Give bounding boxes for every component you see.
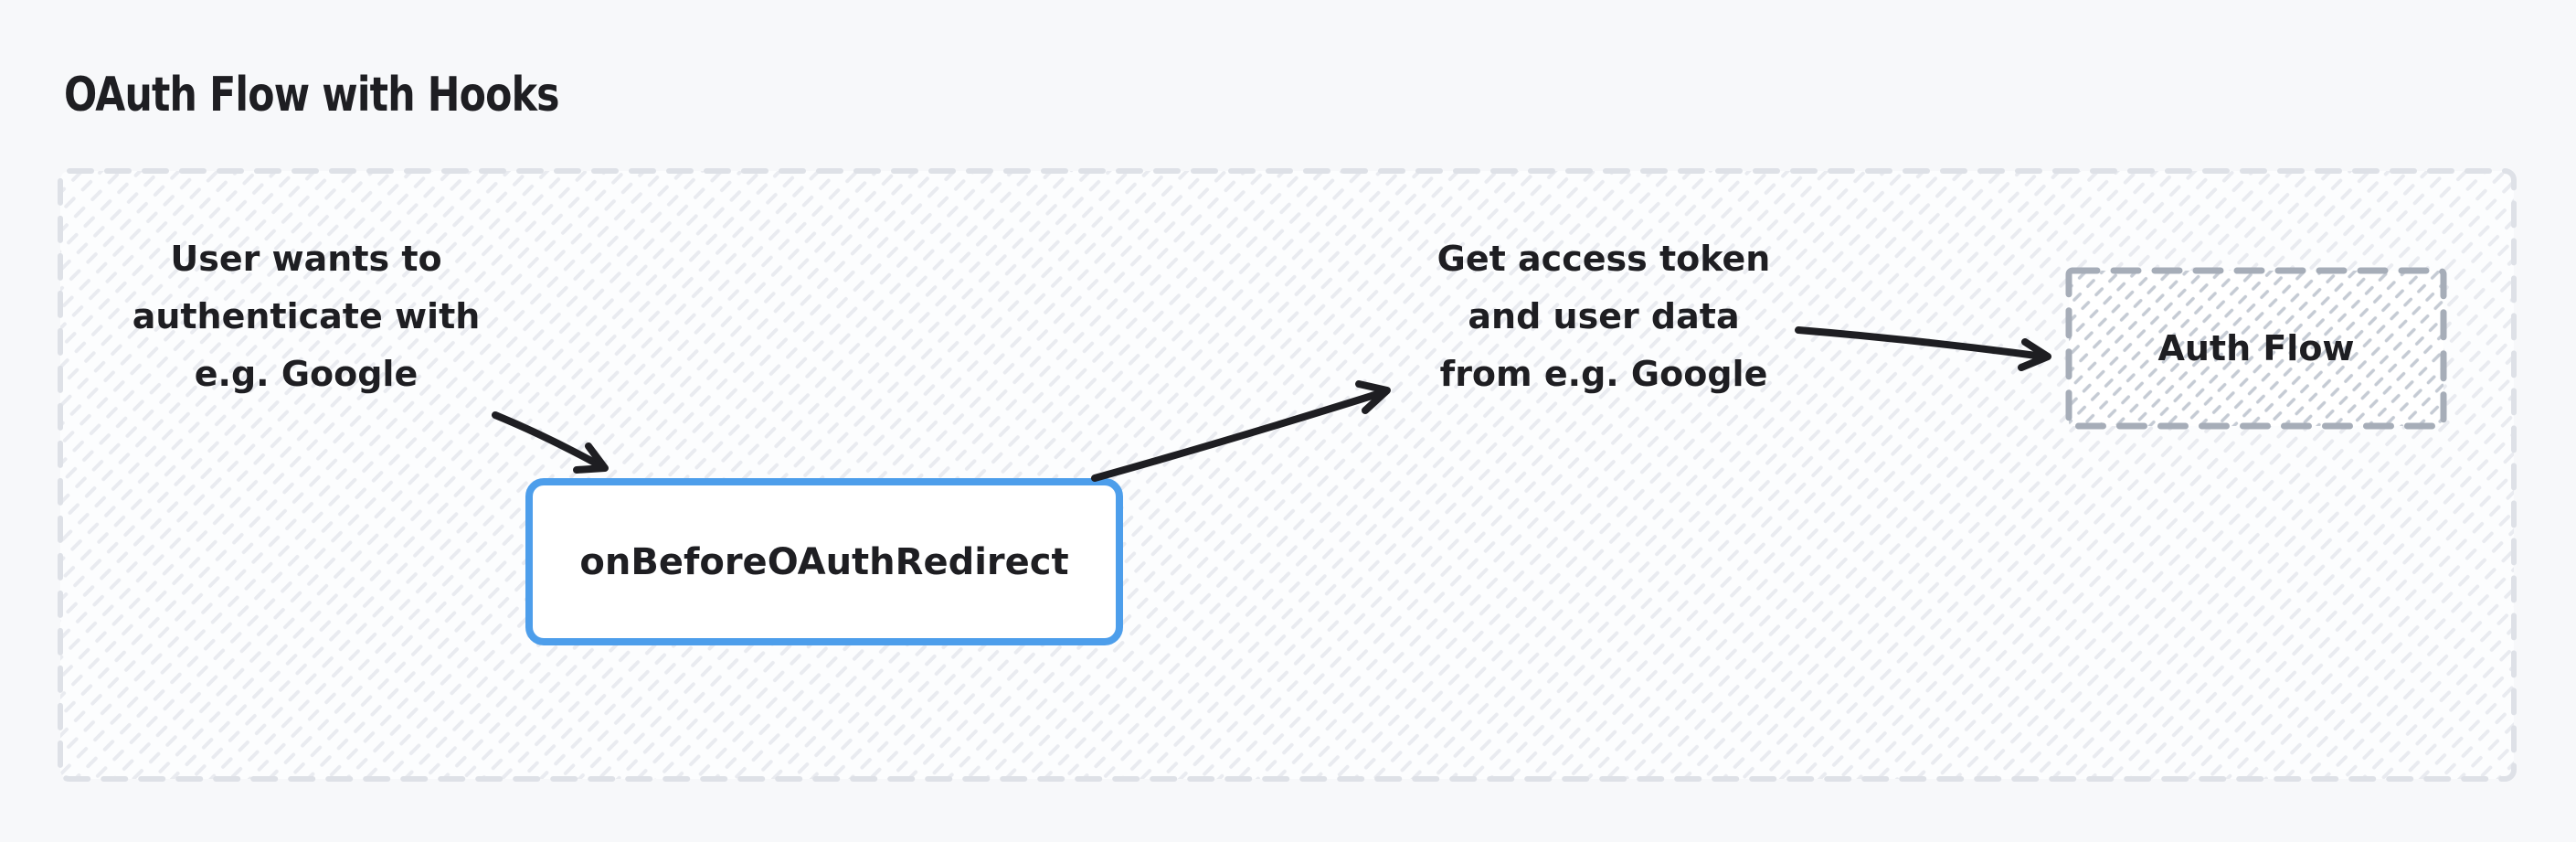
- note-get-access-token: Get access token and user data from e.g.…: [1375, 230, 1832, 403]
- node-label: onBeforeOAuthRedirect: [579, 540, 1069, 583]
- note-line: e.g. Google: [194, 354, 419, 394]
- auth-flow-background: [2065, 267, 2447, 430]
- note-line: Get access token: [1436, 239, 1771, 279]
- note-line: and user data: [1468, 296, 1740, 336]
- note-line: from e.g. Google: [1439, 354, 1768, 394]
- node-onbeforeoauthredirect: onBeforeOAuthRedirect: [525, 478, 1123, 645]
- node-label: Auth Flow: [2157, 328, 2355, 368]
- note-line: authenticate with: [132, 296, 481, 336]
- note-user-authenticate: User wants to authenticate with e.g. Goo…: [78, 230, 535, 403]
- node-auth-flow: Auth Flow: [2065, 267, 2447, 430]
- page-title: OAuth Flow with Hooks: [64, 68, 560, 123]
- note-line: User wants to: [170, 239, 442, 279]
